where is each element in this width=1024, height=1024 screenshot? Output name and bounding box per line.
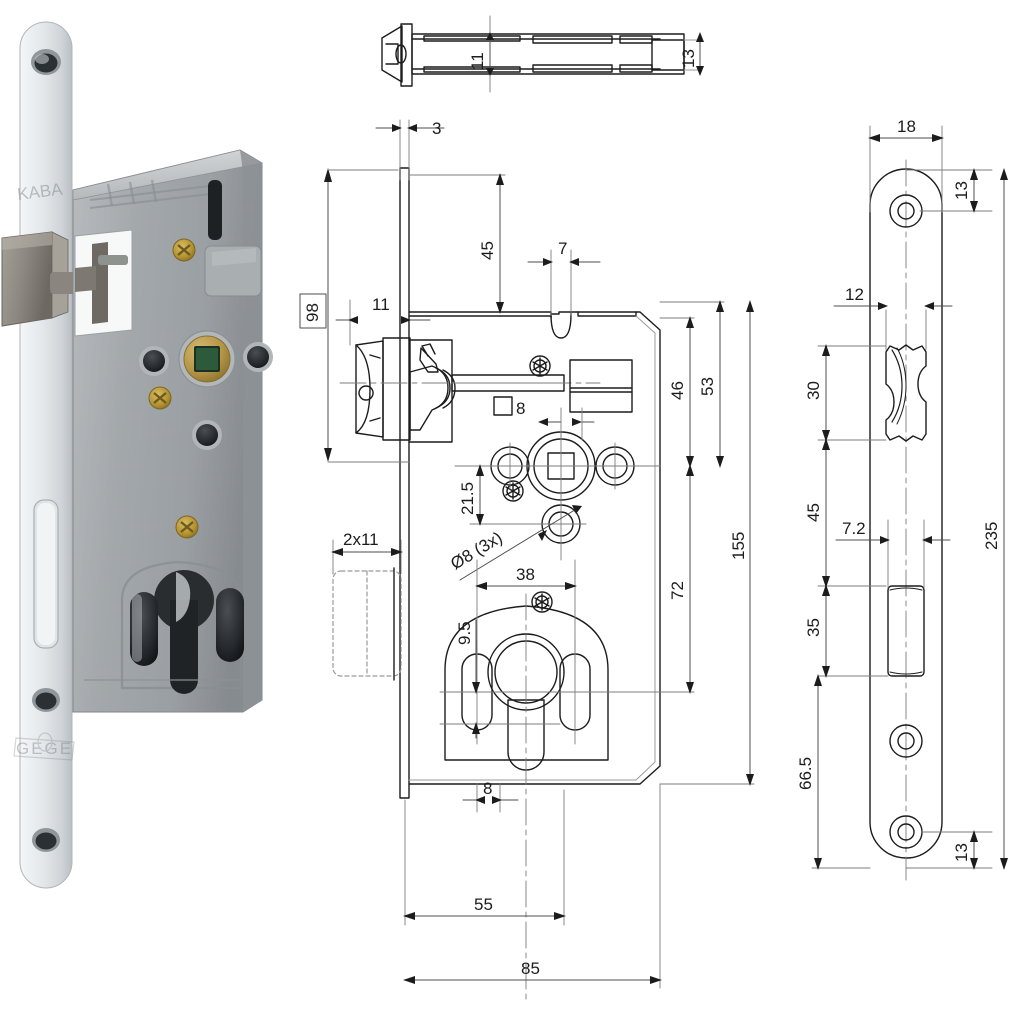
dim-notch-width-7: 7 [558, 239, 567, 258]
dim-bottom-section-66-5: 66.5 [796, 757, 815, 790]
dim-latch-offset-11: 11 [372, 295, 390, 314]
dim-case-total-155: 155 [729, 532, 748, 560]
dim-latch-cutout-height-30: 30 [804, 381, 823, 400]
dim-bolt-cutout-height-35: 35 [804, 618, 823, 637]
dim-backset-top-45: 45 [478, 241, 497, 260]
photo-latch-bolt [1, 231, 76, 327]
section-view [299, 119, 755, 1001]
dim-faceplate-thickness-3: 3 [432, 119, 441, 138]
brand-gege-logo: GEGE [13, 732, 75, 761]
dim-follower-square-8: 8 [516, 399, 525, 418]
dim-faceplate-width-18: 18 [897, 117, 916, 136]
brand-gege-text: GEGE [16, 739, 73, 758]
photo-lock-case [72, 149, 273, 713]
dim-hole-spacing-53: 53 [698, 377, 717, 396]
latch-top-view [381, 15, 704, 93]
faceplate-view [811, 125, 1008, 881]
dim-backset-55: 55 [474, 895, 493, 914]
screw-symbol [502, 480, 524, 502]
dim-bore-diameter-8: Ø8 (3x) [447, 528, 505, 573]
dim-case-height-98: 98 [303, 303, 322, 322]
dim-strike-plate-2x11: 2x11 [343, 530, 379, 549]
dim-spacing-45: 45 [804, 503, 823, 522]
dim-faceplate-length-235: 235 [982, 522, 1001, 550]
dim-bolt-cutout-width-7-2: 7.2 [842, 519, 866, 538]
dim-case-length-72: 72 [668, 581, 687, 600]
dim-cylinder-width-38: 38 [516, 565, 535, 584]
screw-symbol [529, 355, 551, 377]
dim-latch-cutout-width-12: 12 [845, 285, 864, 304]
dim-overall-85: 85 [521, 959, 540, 978]
dim-pin-offset-21-5: 21.5 [458, 482, 477, 515]
dim-edge-offset-8: 8 [483, 779, 492, 798]
dim-cylinder-offset-9-5: 9.5 [455, 621, 474, 645]
dim-latch-height-13: 13 [679, 49, 698, 68]
dim-screw-bottom-13: 13 [952, 843, 971, 862]
dim-screw-top-13: 13 [952, 181, 971, 200]
dim-latch-height-11: 11 [468, 52, 487, 70]
dim-hole-spacing-46: 46 [668, 381, 687, 400]
